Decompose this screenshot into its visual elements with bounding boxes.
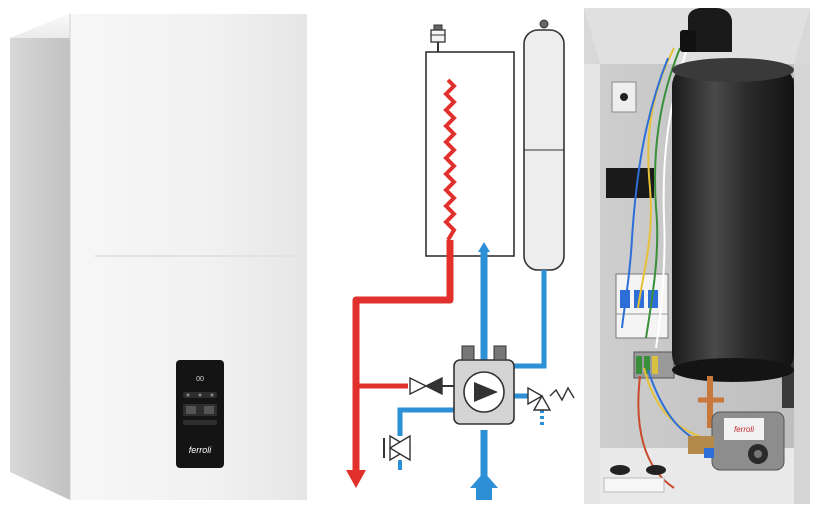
pump-brand-logo: ferroli xyxy=(734,425,754,434)
interior-drawing: ferroli xyxy=(584,8,810,504)
boiler-brand-logo: ferroli xyxy=(189,445,213,455)
heating-element xyxy=(443,78,457,242)
cold-water-inlet-arrow xyxy=(476,486,492,500)
cable-grommet-2 xyxy=(646,465,666,475)
heater-vessel xyxy=(425,51,515,257)
cabinet-left-wall xyxy=(584,64,600,504)
hydraulic-schematic xyxy=(330,0,580,511)
heater-tank xyxy=(672,64,794,376)
tank-vent-elbow xyxy=(688,8,732,52)
boiler-side-face xyxy=(10,14,70,500)
boiler-button-row-3 xyxy=(183,420,217,425)
fill-valve-icon xyxy=(383,434,412,470)
boiler-display: 00 xyxy=(196,376,204,383)
boiler-drawing: 00 ferroli xyxy=(10,14,307,500)
boiler-interior-photo: ferroli xyxy=(584,8,810,504)
circulation-pump-icon xyxy=(453,345,515,425)
air-vent-icon xyxy=(430,24,446,52)
hot-water-outlet-arrow xyxy=(346,470,366,488)
bypass-valve-icon xyxy=(409,376,454,396)
cold-water-inlet-flow-arrow xyxy=(478,242,490,252)
hot-water-flow-pipe xyxy=(352,240,454,470)
schematic-drawing xyxy=(346,19,575,500)
boiler-illustration: 00 ferroli xyxy=(0,0,330,511)
expansion-vessel-pipe xyxy=(514,270,547,369)
safety-valve-icon xyxy=(527,386,575,411)
cable-grommet-1 xyxy=(610,465,630,475)
cabinet-right-wall xyxy=(794,64,810,504)
fill-valve-pipe xyxy=(397,407,454,436)
